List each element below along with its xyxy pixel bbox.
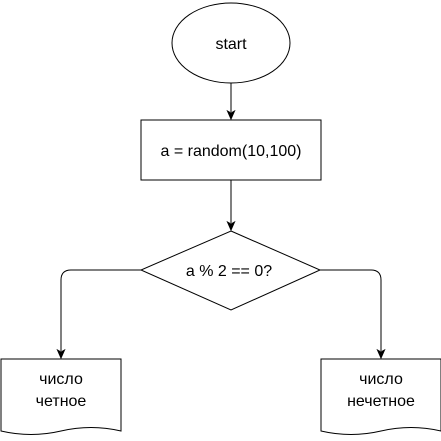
even-document-shape	[0, 358, 122, 435]
edge-decision-to-even	[56, 269, 141, 360]
decision-label: a % 2 == 0?	[186, 263, 272, 280]
process-node: a = random(10,100)	[140, 119, 322, 181]
odd-document-shape	[320, 358, 441, 435]
process-rect	[140, 119, 322, 181]
start-label: start	[215, 36, 247, 53]
edge-process-to-decision	[226, 180, 236, 232]
even-label-line2: четное	[36, 393, 87, 410]
odd-label-line2: нечетное	[347, 393, 415, 410]
arrowhead	[226, 109, 236, 121]
decision-node: a % 2 == 0?	[139, 230, 322, 311]
even-label-line1: число	[39, 371, 83, 388]
odd-label-line1: число	[359, 371, 403, 388]
arrowhead	[376, 348, 386, 360]
arrowhead	[56, 348, 66, 360]
edge-start-to-process	[226, 83, 236, 121]
even-result-node: число четное	[0, 358, 122, 435]
arrowhead	[226, 220, 236, 232]
decision-diamond	[139, 230, 322, 311]
odd-result-node: число нечетное	[320, 358, 441, 435]
edge-decision-to-odd	[320, 269, 386, 360]
process-label: a = random(10,100)	[161, 143, 302, 160]
start-node: start	[171, 2, 291, 84]
